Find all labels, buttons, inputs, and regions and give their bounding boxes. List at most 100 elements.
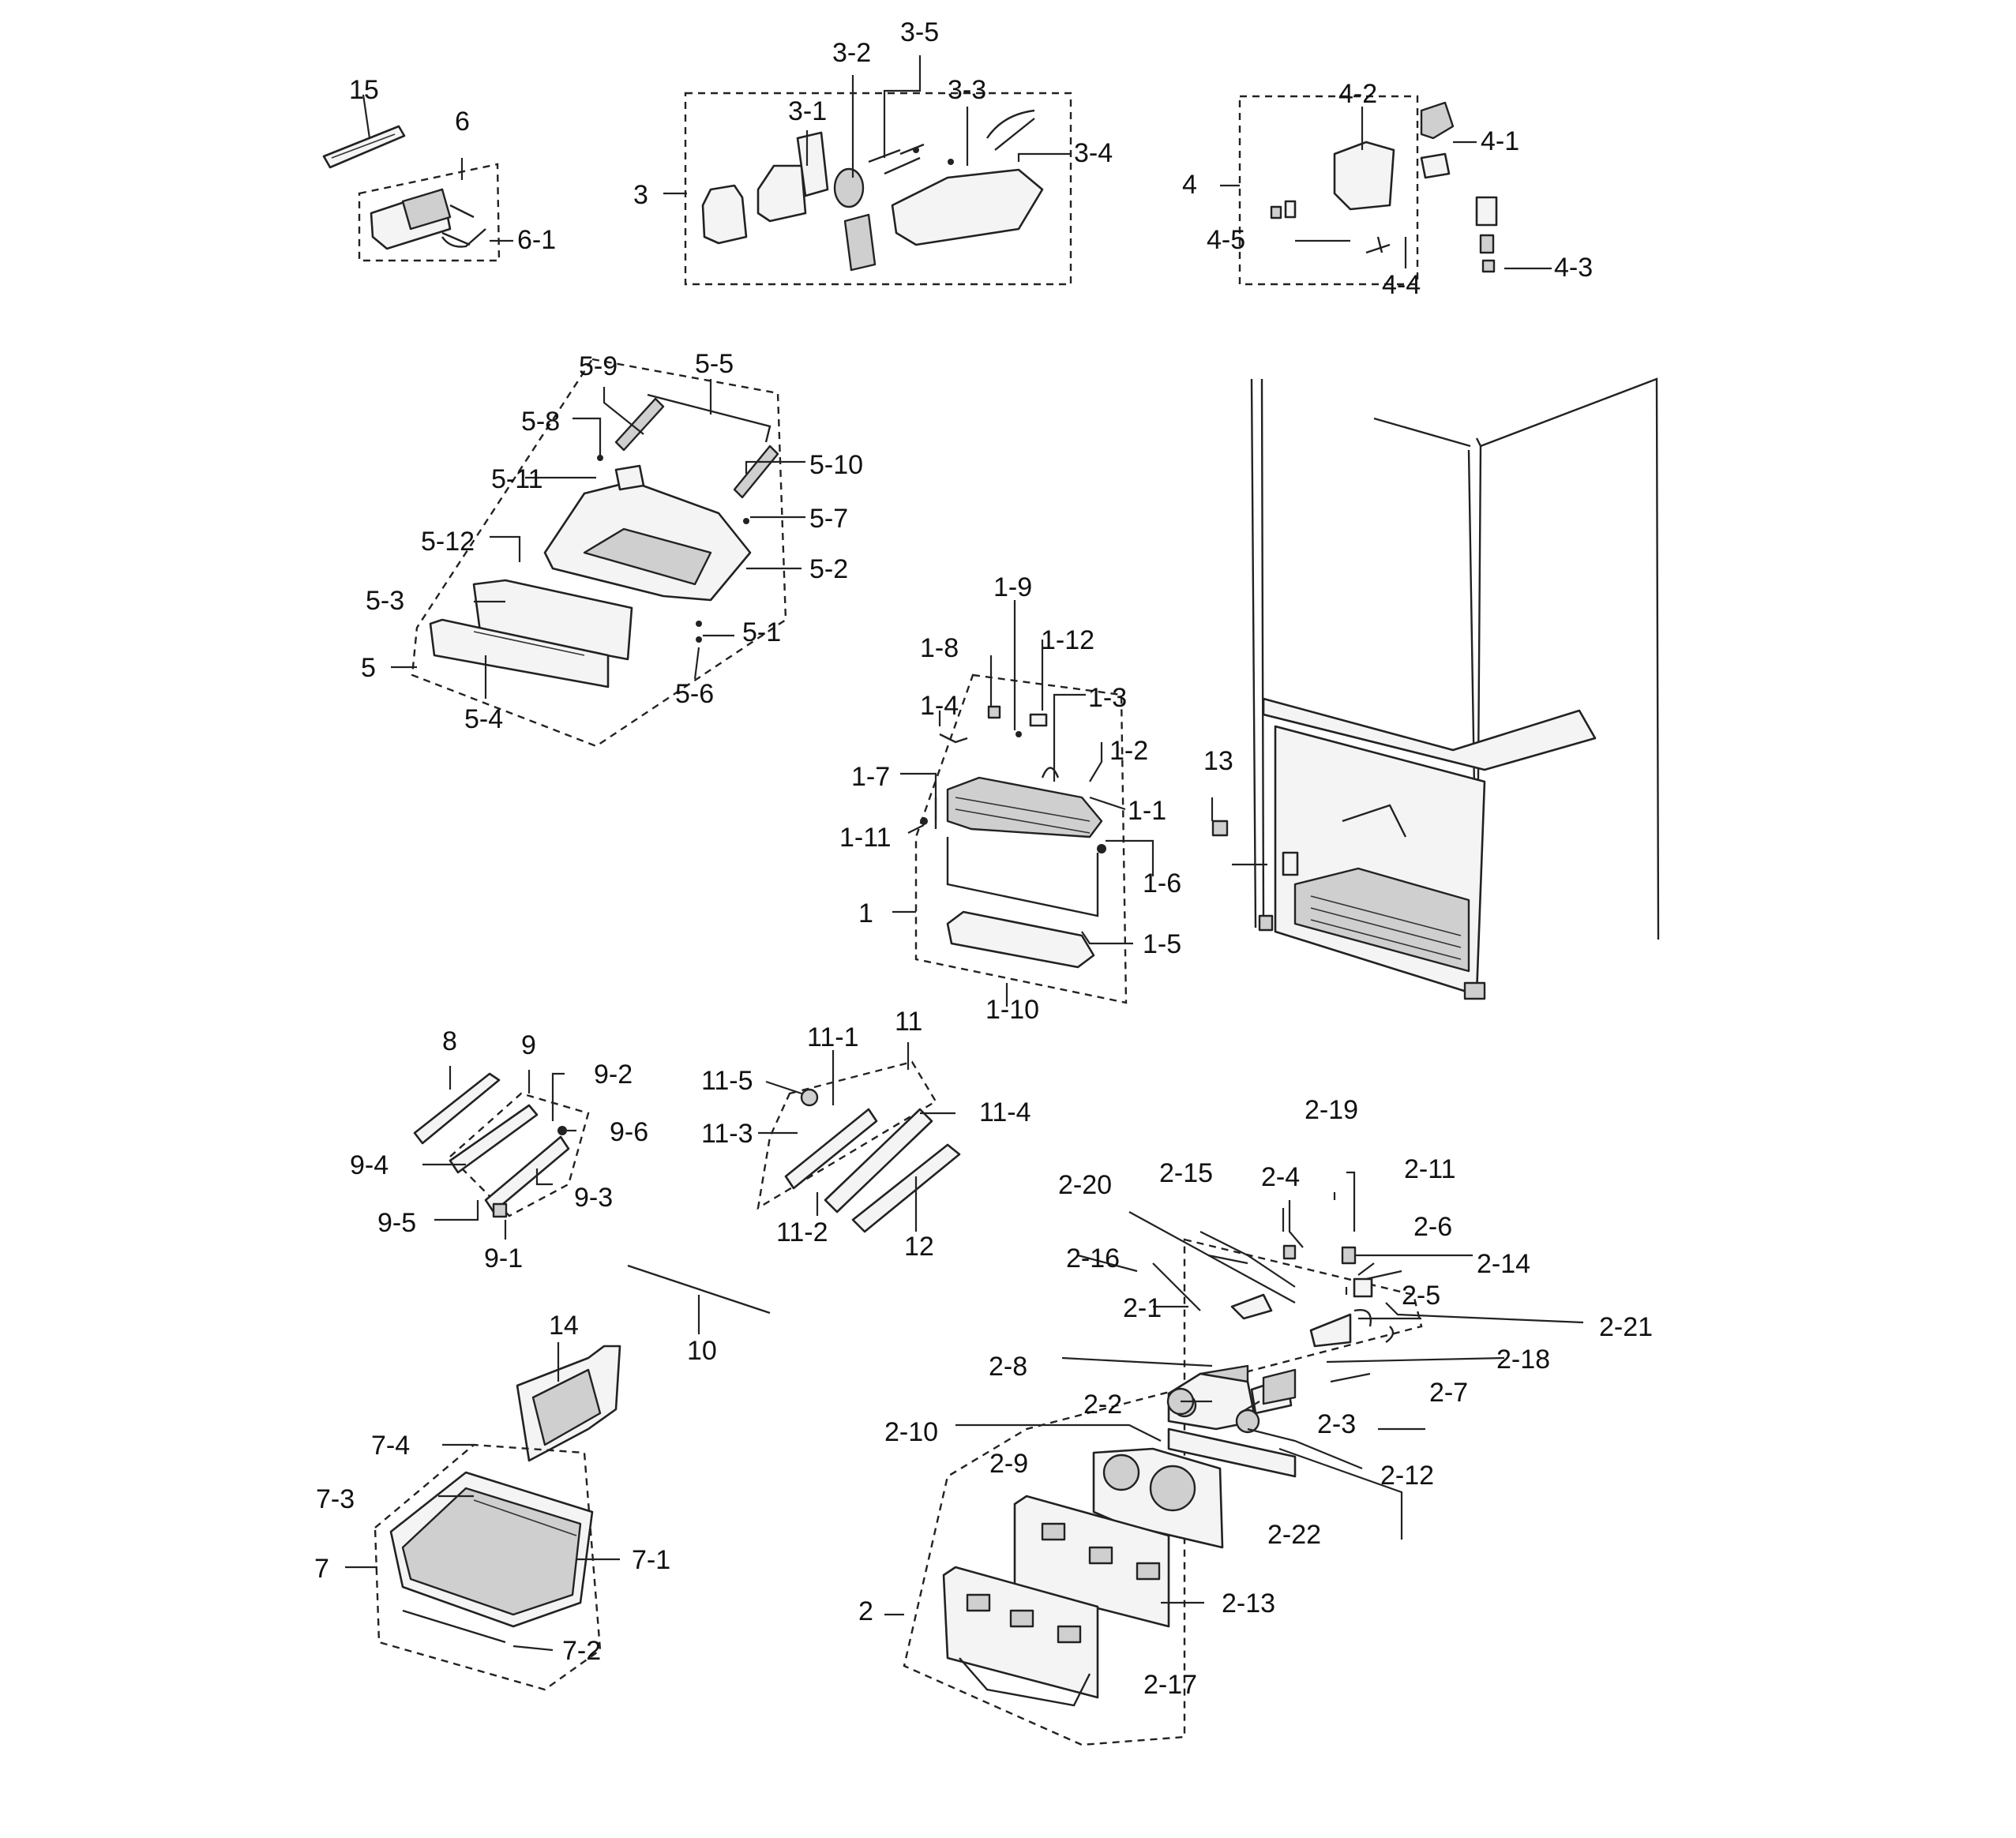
label-9-5: 9-5 (377, 1208, 416, 1238)
part-5-crisper-assembly (411, 358, 787, 748)
label-9-3: 9-3 (574, 1183, 613, 1213)
part-10-rod (627, 1264, 771, 1315)
label-3-5: 3-5 (900, 17, 939, 47)
part-13 (1211, 820, 1229, 837)
label-2-14: 2-14 (1477, 1249, 1530, 1279)
label-1-1: 1-1 (1128, 796, 1166, 826)
label-5: 5 (361, 653, 376, 683)
label-7-4: 7-4 (371, 1431, 410, 1461)
label-6: 6 (455, 107, 470, 137)
label-2-5: 2-5 (1402, 1281, 1440, 1311)
part-8-rail (413, 1072, 501, 1145)
label-13: 13 (1203, 746, 1233, 776)
label-2-18: 2-18 (1496, 1345, 1550, 1375)
label-5-10: 5-10 (809, 450, 863, 480)
label-14: 14 (549, 1311, 579, 1341)
label-1-6: 1-6 (1143, 868, 1181, 898)
label-1-9: 1-9 (993, 572, 1032, 602)
label-9: 9 (521, 1030, 536, 1060)
part-11-assembly (756, 1060, 937, 1213)
label-11-5: 11-5 (701, 1066, 753, 1096)
label-11-4: 11-4 (979, 1097, 1031, 1127)
leader-lines (345, 55, 1584, 1652)
label-1-7: 1-7 (851, 762, 890, 792)
label-6-1: 6-1 (517, 225, 556, 255)
label-5-11: 5-11 (491, 464, 543, 494)
label-1-11: 1-11 (839, 823, 892, 853)
label-2-22: 2-22 (1267, 1520, 1321, 1550)
part-3-ice-bucket-assembly (684, 92, 1072, 286)
label-2-8: 2-8 (989, 1352, 1027, 1382)
label-2-13: 2-13 (1222, 1589, 1275, 1619)
label-2-17: 2-17 (1143, 1670, 1197, 1700)
label-4-1: 4-1 (1481, 126, 1519, 156)
label-1-8: 1-8 (920, 633, 959, 663)
label-2-4: 2-4 (1261, 1162, 1300, 1192)
label-3-1: 3-1 (788, 96, 827, 126)
label-1-4: 1-4 (920, 691, 959, 721)
label-2-3: 2-3 (1317, 1409, 1356, 1439)
label-2-21: 2-21 (1599, 1312, 1653, 1342)
label-2: 2 (858, 1596, 873, 1626)
label-2-2: 2-2 (1083, 1390, 1122, 1420)
refrigerator-cabinet (1250, 377, 1660, 1000)
label-7-1: 7-1 (632, 1545, 670, 1575)
label-7: 7 (314, 1554, 329, 1584)
label-2-11: 2-11 (1404, 1154, 1456, 1184)
label-5-12: 5-12 (421, 527, 475, 557)
label-7-2: 7-2 (562, 1636, 601, 1666)
label-2-6: 2-6 (1413, 1212, 1452, 1242)
part-14-cover (516, 1345, 621, 1462)
label-1-2: 1-2 (1109, 736, 1148, 766)
label-2-15: 2-15 (1159, 1158, 1213, 1188)
label-12: 12 (904, 1232, 934, 1262)
label-8: 8 (442, 1026, 457, 1056)
label-11: 11 (895, 1007, 922, 1037)
label-5-5: 5-5 (695, 349, 734, 379)
part-4-dispenser-assembly (1238, 95, 1498, 286)
label-1-12: 1-12 (1041, 625, 1094, 655)
label-2-7: 2-7 (1429, 1378, 1468, 1408)
part-6-ice-maker (358, 163, 501, 262)
label-9-4: 9-4 (350, 1150, 389, 1180)
label-11-2: 11-2 (776, 1217, 828, 1247)
label-5-2: 5-2 (809, 554, 848, 584)
label-9-6: 9-6 (610, 1117, 648, 1147)
label-15: 15 (349, 75, 379, 105)
label-3-3: 3-3 (948, 75, 986, 105)
label-4-2: 4-2 (1338, 79, 1377, 109)
label-9-1: 9-1 (484, 1243, 523, 1273)
label-5-8: 5-8 (521, 407, 560, 437)
label-9-2: 9-2 (594, 1060, 633, 1090)
label-4: 4 (1182, 170, 1197, 200)
part-9-assembly (449, 1092, 590, 1218)
label-3-4: 3-4 (1074, 138, 1113, 168)
label-3: 3 (633, 180, 648, 210)
part-15-cover (322, 125, 406, 169)
part-1-evaporator-assembly (914, 673, 1128, 1004)
label-2-16: 2-16 (1066, 1243, 1120, 1273)
label-1-10: 1-10 (985, 995, 1039, 1025)
label-11-1: 11-1 (807, 1022, 859, 1052)
label-7-3: 7-3 (316, 1484, 355, 1514)
label-1-3: 1-3 (1088, 683, 1127, 713)
part-2-fan-assembly (903, 1238, 1423, 1746)
label-2-12: 2-12 (1380, 1461, 1434, 1491)
label-2-19: 2-19 (1305, 1095, 1358, 1125)
label-5-1: 5-1 (742, 617, 781, 647)
label-5-6: 5-6 (675, 679, 714, 709)
label-11-3: 11-3 (701, 1119, 753, 1149)
part-number-labels: 15 6 6-1 3 3-1 3-2 3-5 3-3 3-4 4 4-2 4-1… (314, 17, 1653, 1700)
label-5-7: 5-7 (809, 504, 848, 534)
label-4-3: 4-3 (1554, 253, 1593, 283)
label-2-1: 2-1 (1123, 1293, 1162, 1323)
label-5-9: 5-9 (579, 351, 618, 381)
label-10: 10 (687, 1336, 717, 1366)
part-12-bar (851, 1143, 961, 1233)
label-4-5: 4-5 (1207, 225, 1245, 255)
label-2-10: 2-10 (884, 1417, 938, 1447)
label-5-4: 5-4 (464, 704, 503, 734)
label-1: 1 (858, 898, 873, 928)
label-1-5: 1-5 (1143, 929, 1181, 959)
